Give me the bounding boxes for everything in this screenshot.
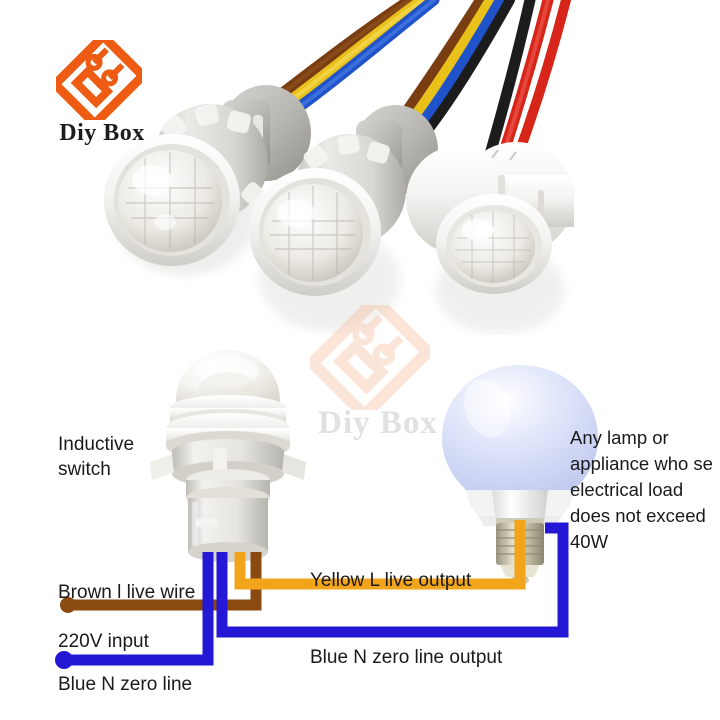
bulb-screw-base — [496, 523, 544, 585]
brand-logo: Diy Box — [42, 32, 162, 150]
sensors-photo-svg — [104, 0, 574, 334]
brand-name-text: Diy Box — [59, 120, 145, 146]
sensor-unit-2 — [249, 105, 438, 332]
watermark-name-text: Diy Box — [318, 405, 438, 441]
product-photo — [0, 0, 720, 334]
watermark-mark-icon — [308, 295, 432, 420]
brand-name: Diy Box — [42, 120, 162, 147]
label-inductive-switch: Inductive switch — [58, 434, 135, 480]
label-any-lamp-note: Any lamp or appliance who se electrical … — [570, 427, 713, 552]
led-bulb — [442, 365, 598, 585]
watermark-logo: Diy Box — [288, 295, 468, 450]
label-blue-zero-line-output: Blue N zero line output — [310, 647, 503, 668]
watermark-name: Diy Box — [288, 405, 468, 442]
label-yellow-live-output: Yellow L live output — [310, 570, 472, 591]
diagram-sensor — [150, 350, 306, 562]
sensor-unit-1 — [104, 85, 311, 275]
label-brown-live-wire: Brown l live wire — [58, 582, 196, 603]
label-blue-zero-line: Blue N zero line — [58, 674, 193, 695]
diy-box-mark-icon — [51, 32, 147, 128]
label-220v-input: 220V input — [58, 631, 149, 652]
sensor-unit-3 — [406, 142, 574, 334]
